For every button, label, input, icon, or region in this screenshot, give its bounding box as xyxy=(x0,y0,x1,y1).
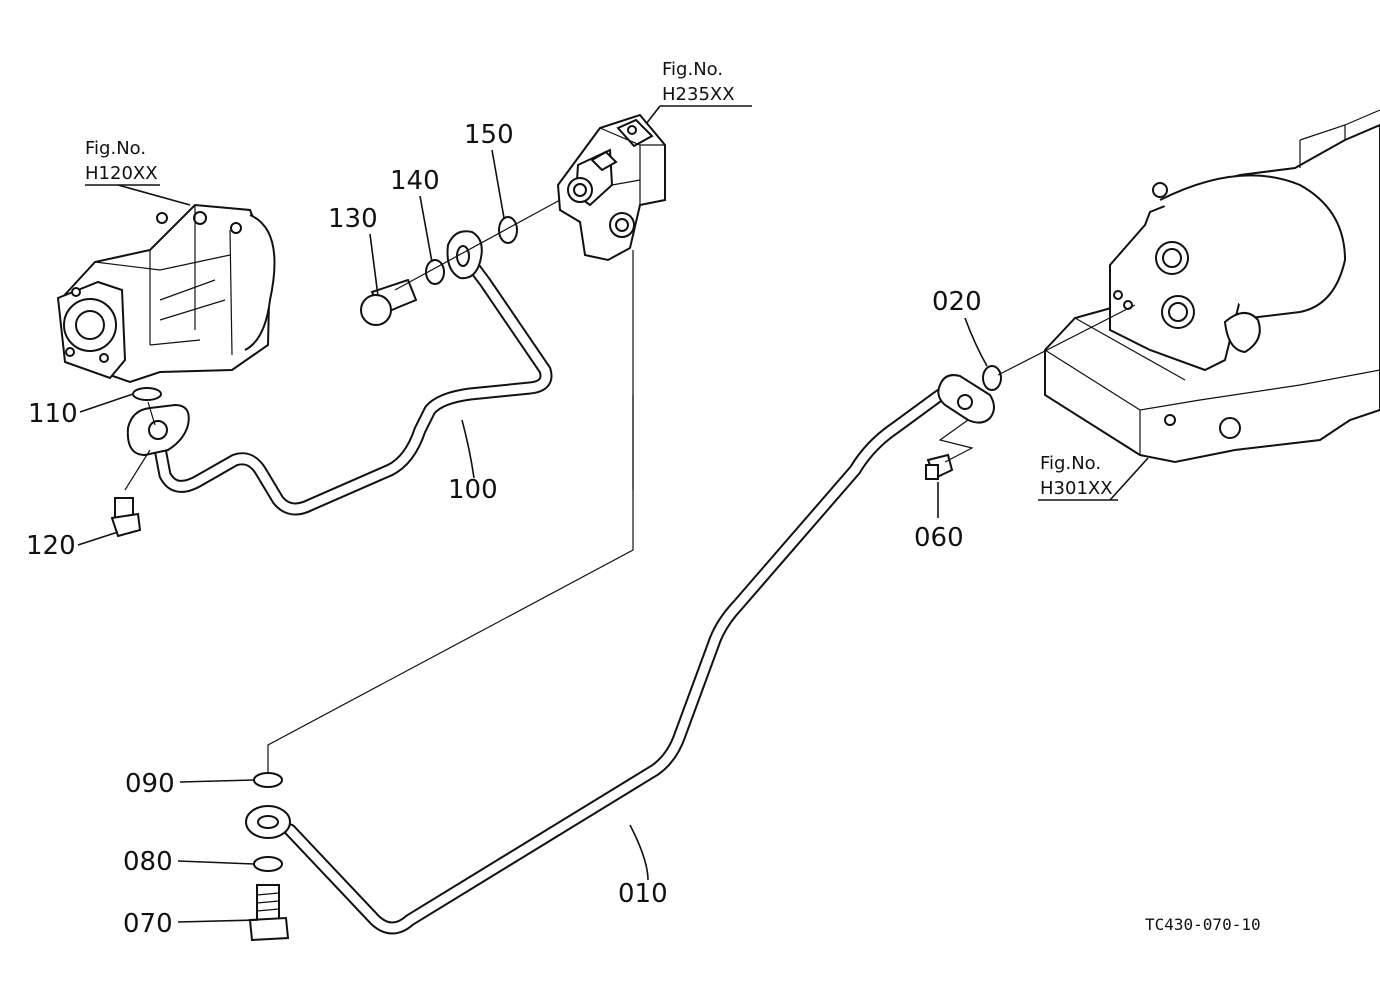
fig-ref-number: H120XX xyxy=(85,163,158,184)
bolt-120[interactable] xyxy=(110,497,142,538)
callout-100: 100 xyxy=(448,475,498,505)
washer-150[interactable] xyxy=(498,216,518,244)
hydraulic-pump xyxy=(56,203,276,384)
callout-080: 080 xyxy=(123,847,173,877)
pipe-010[interactable] xyxy=(283,388,947,935)
fig-ref-h301xx[interactable]: Fig.No. H301XX xyxy=(1040,453,1113,499)
control-valve xyxy=(556,113,666,262)
pipe-010-eye xyxy=(245,805,291,839)
fig-ref-h235xx[interactable]: Fig.No. H235XX xyxy=(662,59,735,105)
washer-080[interactable] xyxy=(253,856,283,872)
o-ring-110[interactable] xyxy=(132,387,162,401)
callout-010: 010 xyxy=(618,879,668,909)
callout-150: 150 xyxy=(464,120,514,150)
pump-flange xyxy=(126,403,190,457)
callout-120: 120 xyxy=(26,531,76,561)
callout-110: 110 xyxy=(28,399,78,429)
callout-070: 070 xyxy=(123,909,173,939)
washer-090[interactable] xyxy=(253,772,283,788)
callout-060: 060 xyxy=(914,523,964,553)
fig-ref-number: H301XX xyxy=(1040,478,1113,499)
assembly-lines xyxy=(124,199,1136,772)
banjo-bolt-070[interactable] xyxy=(248,884,290,942)
bolt-060[interactable] xyxy=(925,453,954,480)
callout-130: 130 xyxy=(328,204,378,234)
banjo-bolt-130[interactable] xyxy=(360,278,418,326)
fig-ref-caption: Fig.No. xyxy=(85,138,146,159)
callout-140: 140 xyxy=(390,166,440,196)
fig-ref-h120xx[interactable]: Fig.No. H120XX xyxy=(85,138,158,184)
fig-ref-number: H235XX xyxy=(662,84,735,105)
pipe-100[interactable] xyxy=(151,255,553,516)
callout-020: 020 xyxy=(932,287,982,317)
fig-ref-caption: Fig.No. xyxy=(662,59,723,80)
o-ring-020[interactable] xyxy=(982,365,1002,391)
leader-lines xyxy=(77,105,1149,923)
fig-ref-caption: Fig.No. xyxy=(1040,453,1101,474)
drawing-code: TC430-070-10 xyxy=(1145,915,1261,934)
cylinder-housing xyxy=(1044,109,1380,464)
pipe-100-eye xyxy=(446,230,483,280)
callout-090: 090 xyxy=(125,769,175,799)
pipe-flange-010 xyxy=(937,374,995,424)
